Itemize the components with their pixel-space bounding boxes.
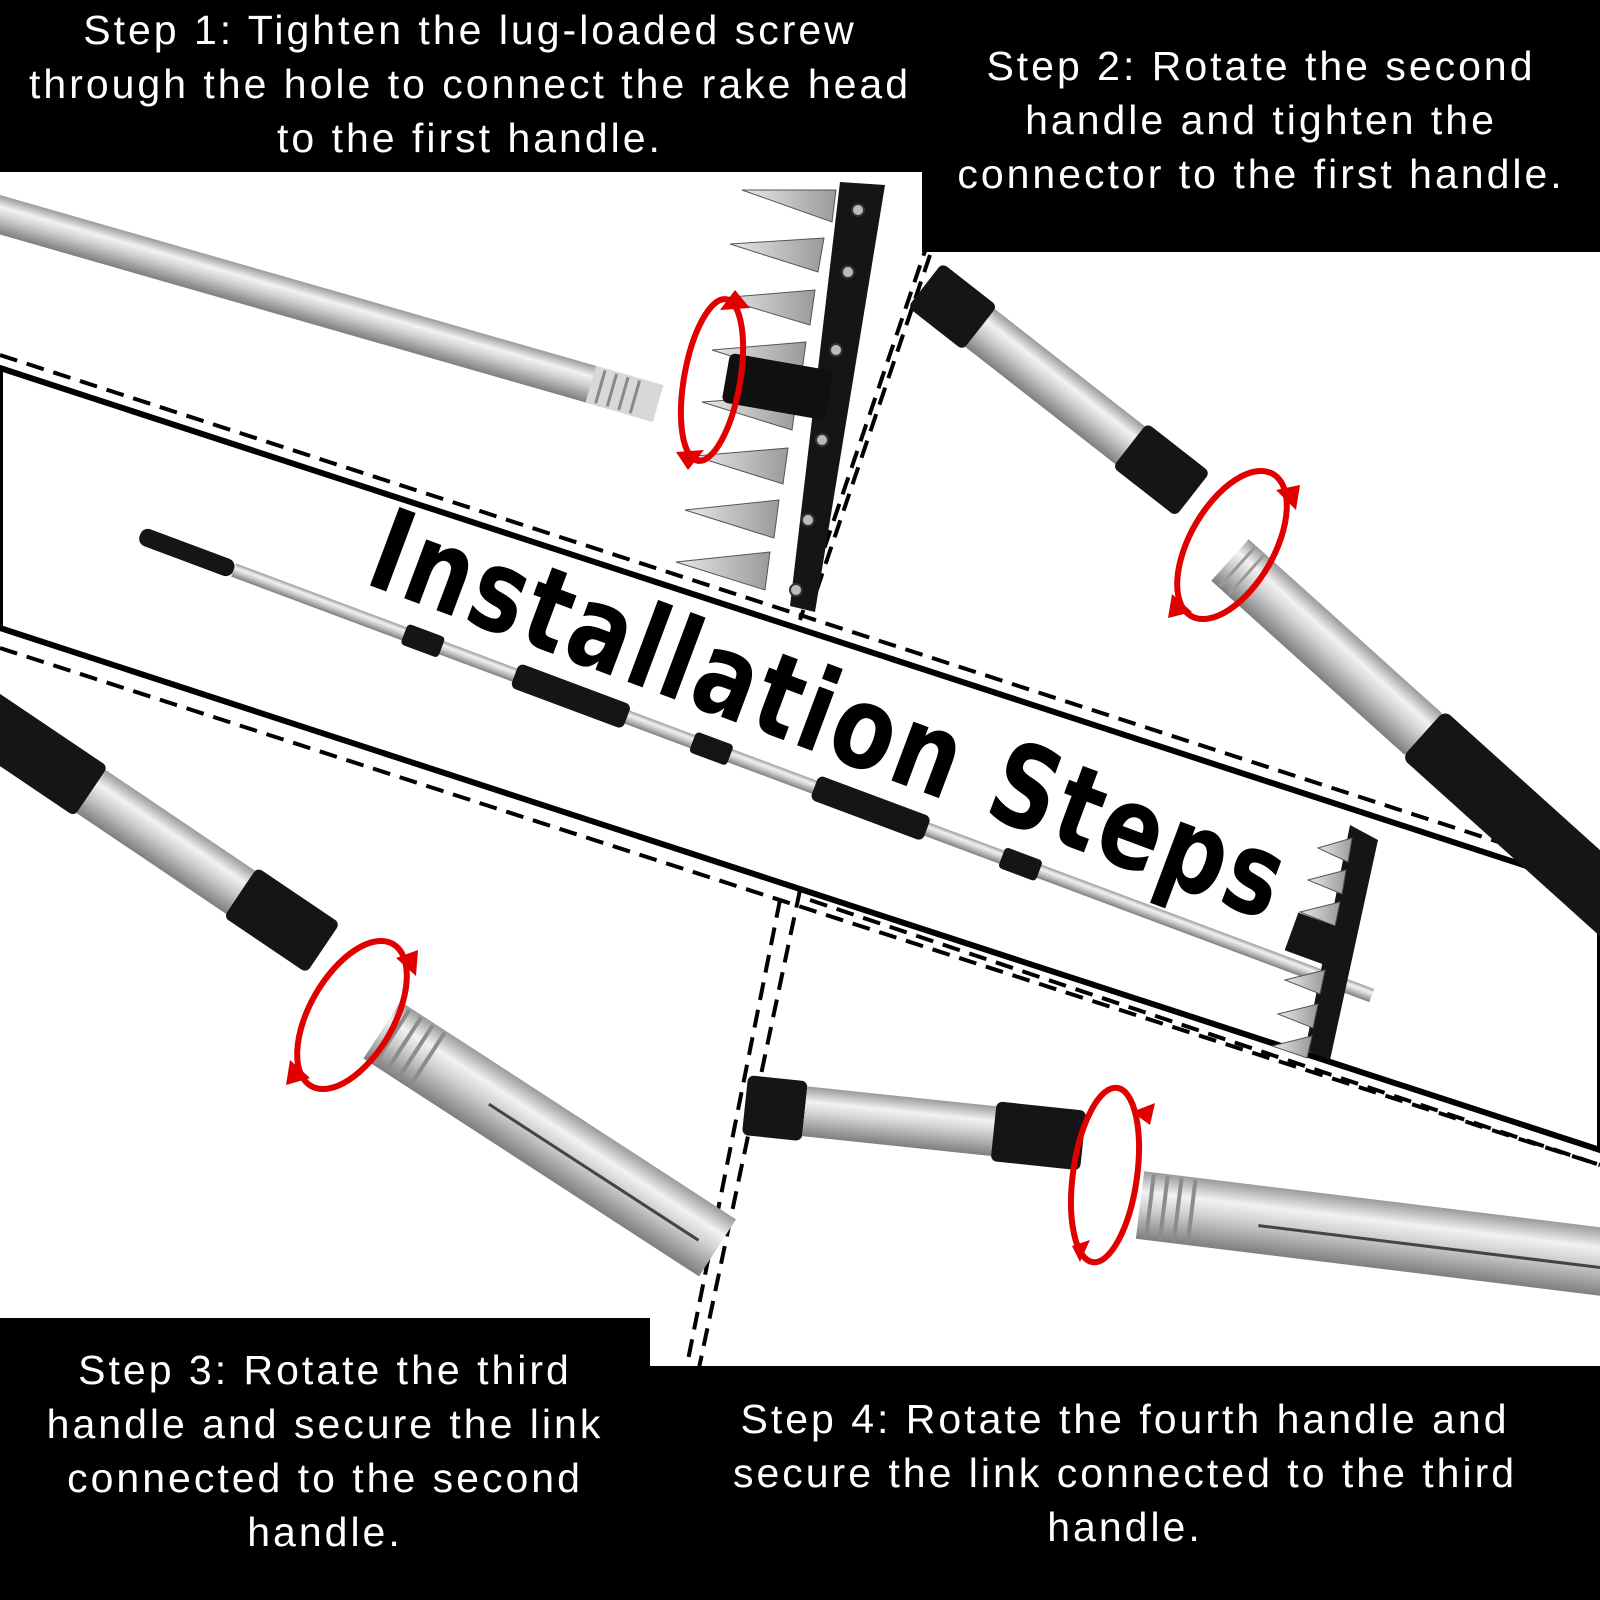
step1-caption: Step 1: Tighten the lug-loaded screw thr… [0,0,940,172]
step3-illustration [0,685,736,1277]
step2-caption: Step 2: Rotate the second handle and tig… [922,0,1600,252]
step4-text: Step 4: Rotate the fourth handle and sec… [732,1396,1518,1550]
assembled-rake [139,528,1378,1060]
rotate-arrows-icon [1068,1084,1155,1266]
rotate-arrows-icon [676,290,750,470]
step3-text: Step 3: Rotate the third handle and secu… [46,1347,604,1555]
step2-illustration [910,265,1600,1009]
step4-illustration [742,1075,1600,1300]
rotate-arrows-icon [1168,467,1300,623]
rake-head-icon [675,182,885,612]
step4-caption: Step 4: Rotate the fourth handle and sec… [650,1366,1600,1600]
step2-text: Step 2: Rotate the second handle and tig… [957,43,1565,197]
step1-illustration [0,182,885,612]
title-band [0,364,1600,1154]
rotate-arrows-icon [286,937,418,1093]
step3-caption: Step 3: Rotate the third handle and secu… [0,1318,650,1600]
step1-text: Step 1: Tighten the lug-loaded screw thr… [28,7,912,161]
